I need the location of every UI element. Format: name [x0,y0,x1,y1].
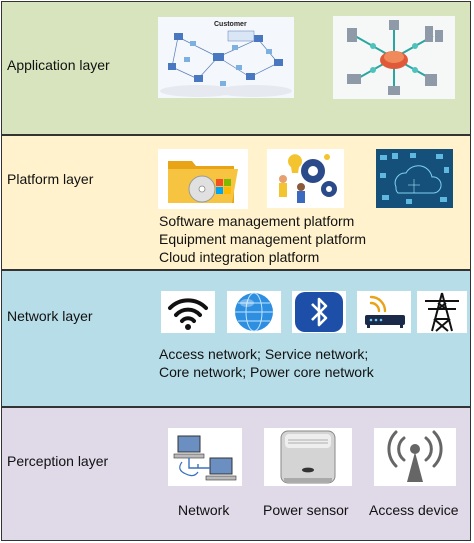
perception-layer-band: Perception layer [1,407,471,541]
network-computers-icon [168,428,242,486]
globe-icon [227,291,281,333]
application-layer-label: Application layer [7,57,110,73]
access-device-antenna-icon [374,428,456,486]
platform-description-3: Cloud integration platform [159,249,320,265]
perception-layer-label: Perception layer [7,453,109,469]
wifi-icon [161,291,215,333]
platform-description-1: Software management platform [159,213,355,229]
router-icon [357,291,411,333]
platform-layer-band: Platform layer [1,135,471,270]
customer-network-diagram-icon: Customer [158,17,294,98]
perception-caption-access-device: Access device [369,502,459,518]
platform-description-2: Equipment management platform [159,231,366,247]
network-description-2: Core network; Power core network [159,364,374,380]
power-sensor-icon [264,428,352,486]
bluetooth-icon [292,291,346,333]
customer-diagram-title: Customer [214,21,247,28]
application-layer-band: Application layer Customer [1,1,471,135]
power-tower-icon [417,291,467,333]
platform-layer-label: Platform layer [7,171,94,187]
cloud-tech-icon [376,149,453,208]
network-description-1: Access network; Service network; [159,346,369,362]
network-layer-label: Network layer [7,308,93,324]
perception-caption-network: Network [178,502,230,518]
perception-caption-power-sensor: Power sensor [263,502,349,518]
software-folder-icon [158,149,248,209]
network-layer-band: Network layer [1,270,471,407]
smart-city-hub-icon [333,16,455,99]
team-gears-icon [267,149,344,208]
